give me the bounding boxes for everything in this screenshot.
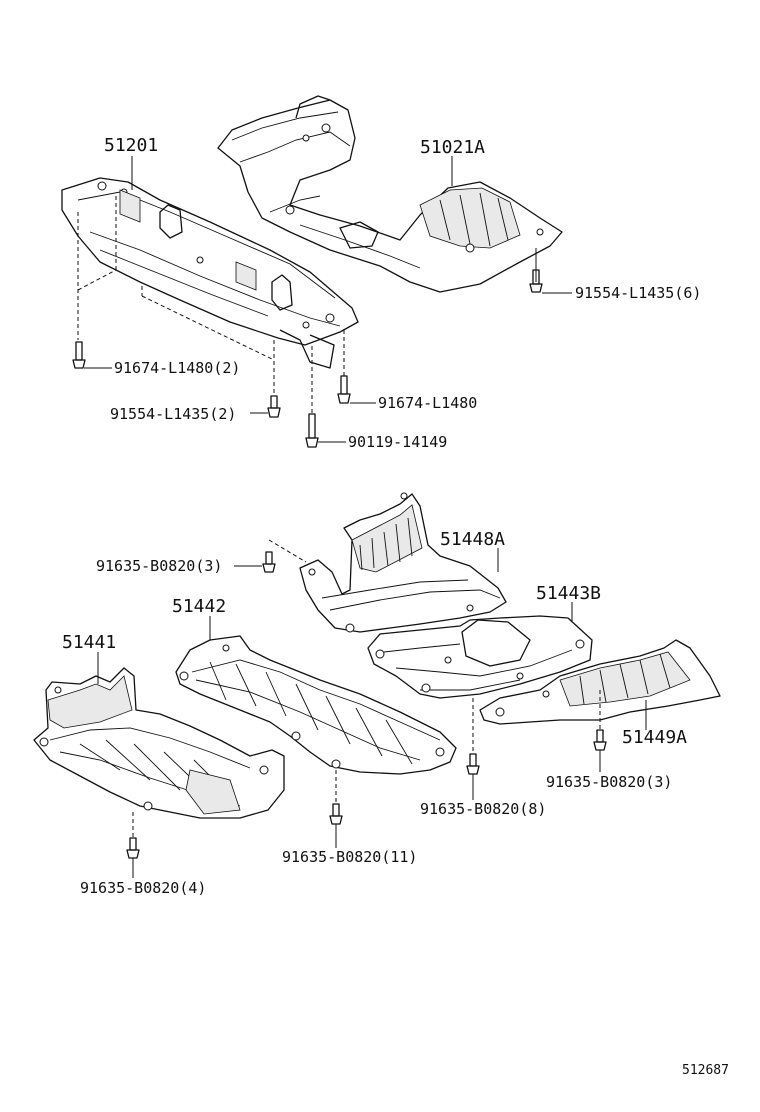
leader-lines-upper (84, 156, 572, 443)
label-51442: 51442 (172, 596, 226, 617)
part-51021A-frame (217, 95, 563, 293)
label-91635-B0820-3-right: 91635-B0820(3) (546, 773, 672, 791)
label-51449A: 51449A (622, 727, 687, 748)
part-51441-cover (33, 667, 285, 819)
leader-lines-lower (97, 548, 647, 878)
bolt-91674-L1480-mid-icon (337, 375, 351, 404)
label-91635-B0820-8: 91635-B0820(8) (420, 800, 546, 818)
label-90119-14149: 90119-14149 (348, 433, 447, 451)
label-91674-L1480-2: 91674-L1480(2) (114, 359, 240, 377)
part-51443B-cover (367, 615, 593, 699)
screw-91635-B0820-8-icon (466, 753, 480, 775)
bolt-90119-14149-icon (305, 413, 319, 448)
part-51201-cross-member (61, 177, 359, 369)
label-91674-L1480: 91674-L1480 (378, 394, 477, 412)
label-51443B: 51443B (536, 583, 601, 604)
label-51201: 51201 (104, 135, 158, 156)
label-91554-L1435-6: 91554-L1435(6) (575, 284, 701, 302)
part-51448A-cover (299, 492, 507, 633)
part-51449A-cover (479, 639, 721, 725)
label-51021A: 51021A (420, 137, 485, 158)
part-51442-cover (175, 635, 457, 775)
label-51448A: 51448A (440, 529, 505, 550)
bolt-91554-L1435-right-icon (529, 248, 543, 293)
bolt-91674-L1480-left-icon (72, 341, 86, 369)
screw-91635-B0820-11-icon (329, 803, 343, 825)
assembly-lines-lower (132, 539, 601, 838)
diagram-reference-number: 512687 (682, 1063, 729, 1078)
screw-91635-B0820-4-icon (126, 837, 140, 859)
label-91635-B0820-3-top: 91635-B0820(3) (96, 557, 222, 575)
bolt-91554-L1435-left-icon (267, 395, 281, 418)
assembly-lines-upper (77, 196, 345, 414)
screw-91635-B0820-3-right-icon (593, 729, 607, 751)
label-51441: 51441 (62, 632, 116, 653)
label-91554-L1435-2: 91554-L1435(2) (110, 405, 236, 423)
label-91635-B0820-4: 91635-B0820(4) (80, 879, 206, 897)
screw-91635-B0820-3-top-icon (262, 551, 276, 573)
label-91635-B0820-11: 91635-B0820(11) (282, 848, 417, 866)
